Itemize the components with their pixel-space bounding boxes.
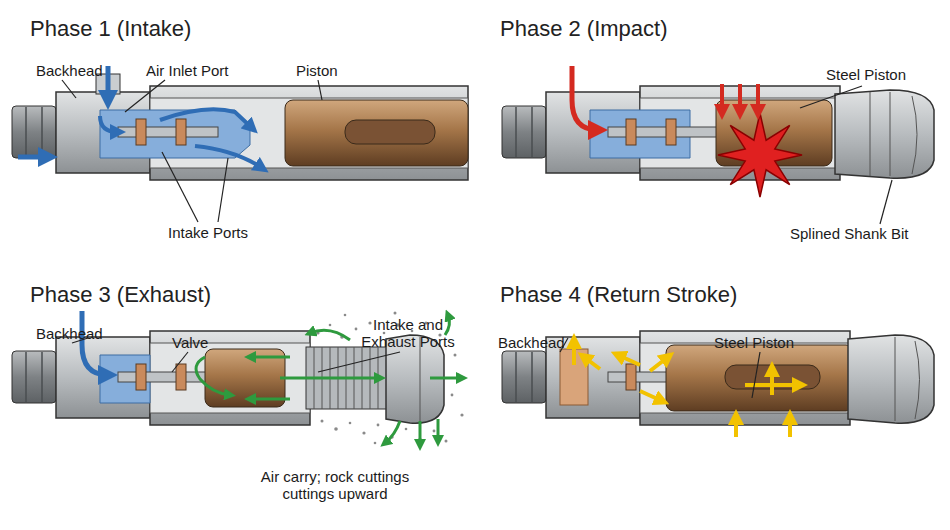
leader-line bbox=[800, 86, 862, 108]
part-label: Valve bbox=[172, 334, 208, 351]
exhaust-arrow bbox=[445, 315, 449, 335]
leader-line bbox=[218, 158, 228, 222]
nut-facets bbox=[516, 107, 532, 157]
leader-line bbox=[880, 180, 892, 224]
air-flow-arrow bbox=[100, 116, 118, 132]
impact-burst bbox=[718, 113, 802, 197]
piston bbox=[285, 100, 468, 166]
panel-title: Phase 3 (Exhaust) bbox=[30, 282, 211, 308]
pressure-arrow bbox=[756, 84, 760, 112]
leader-line bbox=[318, 352, 400, 372]
return-air-arrow bbox=[640, 391, 662, 401]
return-air-arrow bbox=[650, 357, 668, 371]
part-label: Backhead bbox=[498, 334, 565, 351]
valve-seal bbox=[176, 119, 186, 145]
flow-note: Air carry; rock cuttings cuttings upward bbox=[240, 468, 430, 502]
exhaust-arrow bbox=[250, 398, 290, 401]
air-flow-arrow bbox=[195, 146, 262, 168]
part-label: Air Inlet Port bbox=[146, 62, 229, 79]
hex-nut bbox=[502, 351, 546, 403]
air-flow-arrow bbox=[106, 66, 111, 100]
leader-line bbox=[752, 352, 760, 398]
exhaust-arrow bbox=[385, 421, 400, 443]
hex-nut bbox=[12, 351, 56, 403]
part-label: Intake and Exhaust Ports bbox=[358, 316, 458, 350]
pressure-arrow bbox=[738, 84, 742, 112]
nut-facets bbox=[26, 352, 42, 402]
leader-lines bbox=[62, 80, 892, 398]
exhaust-arrow bbox=[280, 377, 380, 380]
valve-seal bbox=[666, 119, 676, 145]
part-label: Steel Piston bbox=[826, 66, 906, 83]
exhaust-arrow bbox=[430, 377, 462, 380]
valve-seal bbox=[626, 119, 636, 145]
part-label: Intake Ports bbox=[168, 224, 248, 241]
air-flow-arrow bbox=[572, 66, 598, 130]
valve-seal bbox=[626, 364, 636, 390]
hex-nut bbox=[502, 106, 546, 158]
air-flow-arrow bbox=[160, 109, 252, 128]
panel-title: Phase 4 (Return Stroke) bbox=[500, 282, 737, 308]
valve-seal bbox=[176, 364, 186, 390]
piston bbox=[666, 345, 854, 411]
exhaust-arrow bbox=[437, 419, 440, 441]
phase4-hammer bbox=[502, 331, 934, 437]
valve-seal bbox=[136, 119, 146, 145]
phase3-hammer bbox=[12, 311, 464, 445]
valve-stem bbox=[608, 372, 668, 382]
leader-line bbox=[125, 80, 165, 112]
air-flow-arrow bbox=[18, 155, 48, 160]
air-flow-arrow bbox=[82, 311, 108, 375]
part-label: Piston bbox=[296, 62, 338, 79]
return-air-arrow bbox=[572, 341, 576, 365]
drill-bit bbox=[835, 90, 934, 178]
part-label: Splined Shank Bit bbox=[790, 225, 908, 242]
return-air-arrow bbox=[734, 417, 738, 437]
backhead-body bbox=[56, 337, 150, 418]
leader-line bbox=[172, 352, 188, 372]
nut-facets bbox=[26, 107, 42, 157]
bit-flutes bbox=[870, 92, 917, 176]
pressure-arrow bbox=[720, 84, 724, 112]
exhaust-arrow bbox=[310, 330, 350, 340]
leader-line bbox=[318, 80, 322, 100]
return-air-arrow bbox=[618, 355, 640, 365]
phase1-hammer bbox=[12, 66, 468, 180]
leader-line bbox=[162, 152, 198, 222]
part-label: Backhead bbox=[36, 62, 103, 79]
valve-stem bbox=[118, 372, 208, 382]
drill-bit bbox=[848, 335, 934, 423]
bit-flutes bbox=[895, 337, 920, 421]
panel-title: Phase 1 (Intake) bbox=[30, 16, 191, 42]
exhaust-arrow bbox=[419, 421, 422, 445]
valve-stem bbox=[118, 127, 218, 137]
return-air-arrow bbox=[788, 417, 792, 437]
return-air-arrow bbox=[584, 357, 600, 369]
part-label: Steel Piston bbox=[714, 334, 794, 351]
valve-seal bbox=[136, 364, 146, 390]
return-air-arrow bbox=[770, 369, 774, 395]
panel-title: Phase 2 (Impact) bbox=[500, 16, 668, 42]
exhaust-arrow bbox=[250, 356, 290, 359]
part-label: Backhead bbox=[36, 325, 103, 342]
piston-slot bbox=[345, 120, 435, 144]
valve-stem bbox=[608, 127, 718, 137]
leader-line bbox=[62, 80, 76, 98]
exhaust-arrow bbox=[196, 357, 230, 395]
nut-facets bbox=[516, 352, 532, 402]
hex-nut bbox=[12, 106, 56, 158]
phase2-hammer bbox=[502, 66, 934, 197]
